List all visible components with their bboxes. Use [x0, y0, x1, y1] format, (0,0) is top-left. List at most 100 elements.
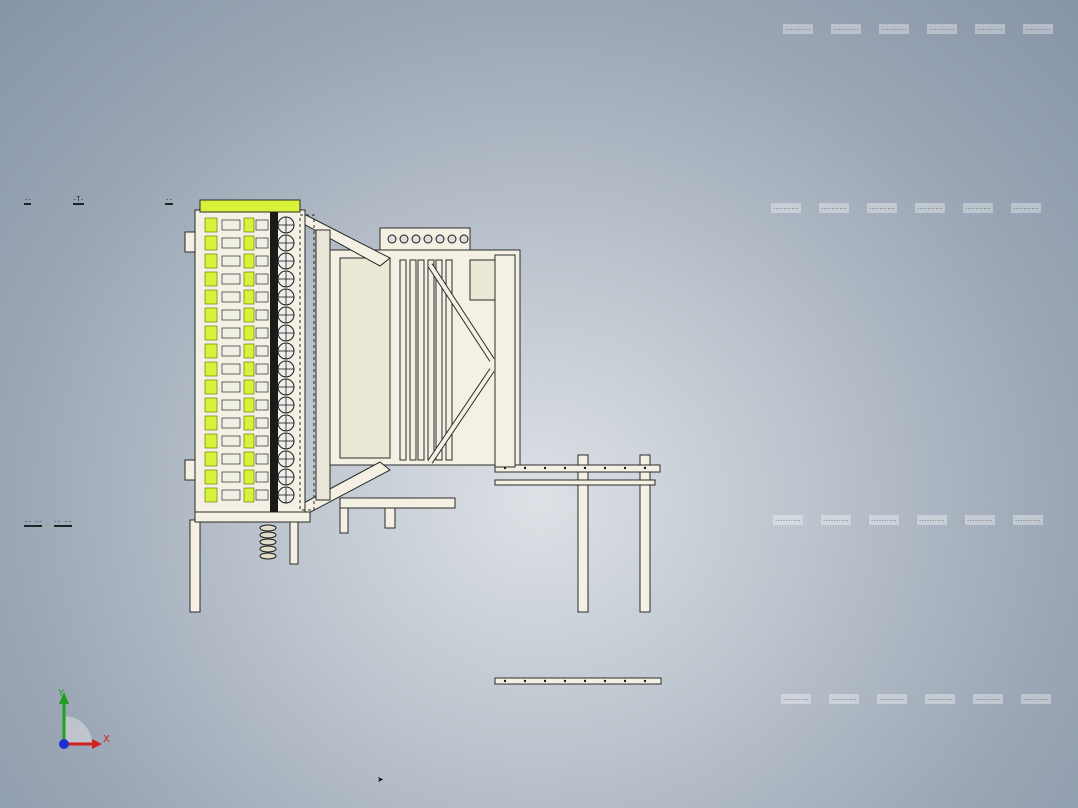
bom-cell: ---------- [810, 203, 858, 213]
triad-arc [64, 716, 92, 744]
rail-bolt [563, 679, 567, 683]
roller-segment [204, 379, 218, 395]
side-mark: -- -- [53, 518, 72, 527]
box-post [435, 259, 443, 461]
frame-leg [289, 517, 299, 565]
drive-gear [435, 234, 445, 244]
beam-bolt [563, 466, 567, 470]
spring-coil [259, 538, 277, 546]
beam-bolt [623, 466, 627, 470]
bom-cell: ---------- [908, 515, 956, 525]
triad-y-label: Y [58, 688, 65, 699]
beam-bolt [523, 466, 527, 470]
roller-segment [243, 397, 255, 413]
drive-gear [423, 234, 433, 244]
roller-segment [204, 325, 218, 341]
spring-coil [259, 552, 277, 560]
rail-bolt [643, 679, 647, 683]
drive-gear [399, 234, 409, 244]
roller-segment [221, 291, 241, 303]
beam-bolt [543, 466, 547, 470]
roller-segment [255, 237, 269, 249]
bom-cell: ---------- [774, 24, 822, 34]
triad-x-arrow [92, 739, 102, 749]
triad-x-label: X [103, 734, 110, 745]
bom-table-4: ---------- ---------- ---------- -------… [772, 694, 1060, 704]
rail-bolt [583, 679, 587, 683]
roller-segment [255, 471, 269, 483]
roller-segment [243, 217, 255, 233]
roller-segment [243, 469, 255, 485]
roller-segment [221, 273, 241, 285]
roller-segment [204, 361, 218, 377]
roller-segment [221, 327, 241, 339]
roller-segment [255, 381, 269, 393]
side-marks-top: -- -T- -- [24, 196, 181, 205]
roller-segment [243, 433, 255, 449]
table-beam [494, 479, 656, 486]
roller-segment [204, 415, 218, 431]
roller-segment [204, 343, 218, 359]
roller-segment [255, 435, 269, 447]
roller-segment [255, 273, 269, 285]
spring-coil [259, 531, 277, 539]
bom-cell: ---------- [1014, 24, 1062, 34]
roller-segment [204, 451, 218, 467]
roller-segment [243, 361, 255, 377]
cursor-icon: ➤ [377, 775, 384, 784]
bom-cell: ---------- [956, 515, 1004, 525]
box-post [494, 254, 516, 468]
roller-segment [204, 253, 218, 269]
top-rail [199, 199, 301, 213]
frame-leg [189, 519, 201, 613]
roller-segment [255, 291, 269, 303]
roller-segment [255, 345, 269, 357]
bom-cell: ---------- [870, 24, 918, 34]
side-mark: -- [24, 196, 32, 205]
orientation-triad[interactable] [50, 686, 120, 756]
roller-segment [243, 235, 255, 251]
roller-segment [255, 309, 269, 321]
bom-cell: ---------- [916, 694, 964, 704]
roller-segment [243, 343, 255, 359]
bom-cell: ---------- [860, 515, 908, 525]
bom-cell: ---------- [764, 515, 812, 525]
drive-gear [387, 234, 397, 244]
roller-segment [255, 453, 269, 465]
drive-gear [459, 234, 469, 244]
beam-bolt [643, 466, 647, 470]
rail-bolt [603, 679, 607, 683]
bom-cell: ---------- [966, 24, 1014, 34]
lower-bar [339, 497, 456, 509]
rail-bolt [543, 679, 547, 683]
roller-segment [204, 433, 218, 449]
bom-table-2: ---------- ---------- ---------- -------… [762, 203, 1050, 213]
roller-segment [255, 255, 269, 267]
roller-segment [221, 489, 241, 501]
roller-segment [243, 271, 255, 287]
drive-belt [270, 212, 278, 512]
roller-segment [221, 309, 241, 321]
spring-coil [259, 545, 277, 553]
bom-cell: ---------- [858, 203, 906, 213]
lower-bracket [384, 507, 396, 529]
roller-segment [221, 399, 241, 411]
box-post [417, 259, 425, 461]
bom-cell: ---------- [964, 694, 1012, 704]
roller-segment [204, 217, 218, 233]
side-mark: -T- [72, 196, 84, 205]
side-mark: -- [165, 196, 173, 205]
box-post [445, 259, 453, 461]
triad-z-axis [59, 739, 69, 749]
box-brace [428, 263, 494, 362]
roller-segment [243, 415, 255, 431]
roller-segment [243, 325, 255, 341]
roller-segment [221, 363, 241, 375]
frame-leg [639, 454, 651, 613]
drive-gear [447, 234, 457, 244]
lower-bracket [339, 507, 349, 534]
bom-cell: ---------- [772, 694, 820, 704]
drive-gear [411, 234, 421, 244]
